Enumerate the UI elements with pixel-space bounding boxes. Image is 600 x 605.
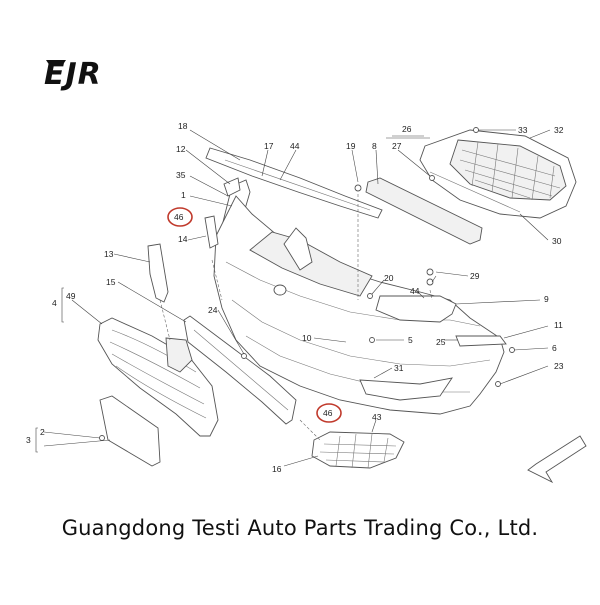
bracket-detail-line [224, 159, 371, 211]
logo-mark-icon [46, 60, 66, 66]
callout-31: 31 [394, 363, 404, 373]
fog-grille-mesh [319, 433, 397, 469]
center-support-44 [283, 227, 313, 271]
callout-17: 17 [264, 141, 274, 151]
license-plate-holder [99, 395, 161, 467]
callout-35: 35 [176, 170, 186, 180]
callout-18: 18 [178, 121, 188, 131]
callout-19: 19 [346, 141, 356, 151]
callout-27: 27 [392, 141, 402, 151]
callout-11: 11 [554, 320, 563, 330]
screw-5 [369, 337, 375, 343]
callout-2: 2 [40, 427, 45, 437]
lower-trim-strip-15 [183, 315, 297, 425]
callout-5: 5 [408, 335, 413, 345]
callout-43: 43 [372, 412, 382, 422]
callout-33: 33 [518, 125, 528, 135]
clip-29a [426, 268, 434, 276]
callout-10: 10 [302, 333, 312, 343]
emblem-mount [273, 284, 287, 296]
sensor-housing [165, 337, 193, 373]
callout-20: 20 [384, 273, 394, 283]
trim-strip-line [193, 329, 289, 411]
callout-25: 25 [436, 337, 446, 347]
group-brace-4 [61, 287, 64, 323]
callout-1: 1 [181, 190, 186, 200]
alignment-lines [159, 194, 433, 441]
screw-33 [473, 127, 479, 133]
callout-32: 32 [554, 125, 564, 135]
upper-grille-mesh-pattern [459, 141, 561, 201]
callout-9: 9 [544, 294, 549, 304]
callout-44: 44 [290, 141, 300, 151]
fasteners [99, 127, 515, 441]
left-lower-grille-slats [109, 329, 207, 419]
leader-lines [43, 129, 551, 467]
right-fog-bezel [455, 335, 507, 347]
callout-30: 30 [552, 236, 562, 246]
callout-12: 12 [176, 144, 186, 154]
highlight-ring-46-upper [167, 207, 193, 227]
clip-14 [204, 215, 219, 249]
screw-24 [241, 353, 247, 359]
callout-24: 24 [208, 305, 218, 315]
screw-23 [495, 381, 501, 387]
callout-14: 14 [178, 234, 188, 244]
callout-26: 26 [402, 124, 412, 134]
upper-support-bracket [205, 147, 383, 219]
callout-3: 3 [26, 435, 31, 445]
callout-6: 6 [552, 343, 557, 353]
bolt-19 [354, 184, 362, 192]
left-mount-13 [147, 243, 169, 303]
impact-absorber-beam [365, 177, 483, 245]
callout-23: 23 [554, 361, 564, 371]
screw-20 [367, 293, 373, 299]
clip-27 [429, 175, 435, 181]
callout-44-right: 44 [410, 286, 420, 296]
callout-49: 49 [66, 291, 76, 301]
nut-6 [509, 347, 515, 353]
screw-2 [99, 435, 105, 441]
callout-15: 15 [106, 277, 116, 287]
bumper-mid-contour [231, 299, 491, 367]
brand-logo: EJR [44, 57, 101, 92]
callout-29: 29 [470, 271, 480, 281]
grille-lower-edge [429, 171, 521, 213]
callout-8: 8 [372, 141, 377, 151]
callout-4: 4 [52, 298, 57, 308]
left-lower-grille [97, 317, 219, 437]
company-caption: Guangdong Testi Auto Parts Trading Co., … [61, 516, 539, 540]
fog-lamp-grille [311, 431, 405, 469]
callout-labels: 18 17 44 19 8 26 27 33 32 12 35 1 46 14 … [26, 121, 564, 474]
highlight-ring-46-lower [316, 403, 342, 423]
callout-46-upper: 46 [174, 212, 184, 222]
callout-16: 16 [272, 464, 282, 474]
direction-arrow-icon [527, 435, 587, 484]
bumper-upper-contour [225, 261, 481, 327]
clip-29b [426, 278, 434, 286]
group-brace-3 [35, 427, 38, 453]
callout-13: 13 [104, 249, 114, 259]
lower-right-intake [359, 377, 453, 401]
right-side-bracket [375, 295, 457, 323]
bumper-inner-opening [249, 231, 373, 297]
callout-46-lower: 46 [323, 408, 333, 418]
